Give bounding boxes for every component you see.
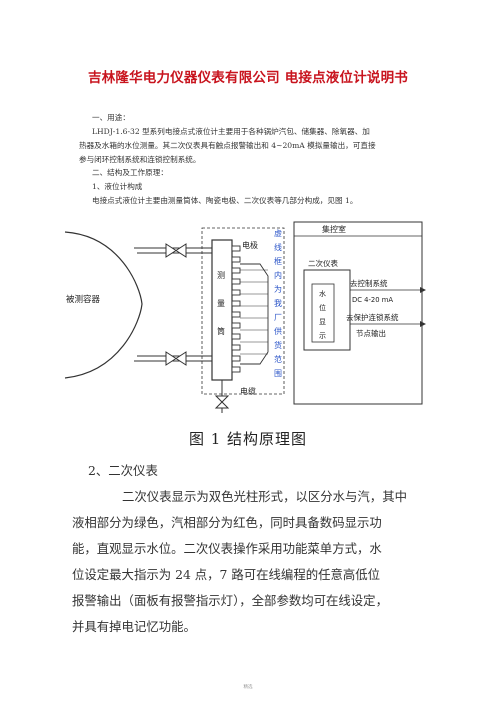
paragraph-line-3: 能，直观显示水位。二次仪表操作采用功能菜单方式，水 — [72, 541, 382, 556]
page-footer: 精选 — [243, 685, 253, 690]
section-usage-heading: 一、用途： — [92, 113, 130, 122]
vessel-outline — [64, 231, 143, 379]
svg-text:范: 范 — [274, 354, 282, 364]
figure-caption: 图 1 结构原理图 — [188, 430, 308, 448]
cable-lines — [240, 269, 268, 355]
usage-line-2: 热器及水箱的水位测量。其二次仪表具有触点报警输出和 4~20mA 模拟量输出，可… — [79, 141, 376, 150]
svg-text:围: 围 — [274, 369, 282, 378]
usage-line-1: LHDJ-1.6-32 型系列电接点式液位计主要用于各种锅炉汽包、储集器、除氧器… — [92, 127, 370, 136]
control-room-label: 集控室 — [322, 224, 346, 234]
paragraph-line-2: 液相部分为绿色，汽相部分为红色，同时具备数码显示功 — [72, 515, 382, 530]
svg-text:框: 框 — [274, 256, 282, 266]
output-protect-label: 去保护连锁系统 — [346, 312, 399, 322]
secondary-instrument-box — [303, 269, 351, 351]
subsection-composition: 1、液位计构成 — [92, 182, 143, 191]
usage-paragraph-cont: 热器及水箱的水位测量。其二次仪表具有触点报警输出和 4~20mA 模拟量输出，可… — [79, 139, 449, 167]
secondary-instrument-label: 二次仪表 — [308, 258, 338, 268]
svg-text:内: 内 — [274, 270, 282, 280]
supply-boundary-box — [201, 227, 285, 395]
output-contact-label: 节点输出 — [356, 328, 386, 338]
lower-valve — [165, 351, 187, 366]
paragraph-line-1: 二次仪表显示为双色光柱形式，以区分水与汽，其中 — [122, 489, 407, 504]
output-control-label: 去控制系统 — [350, 278, 388, 288]
cylinder-label-1: 测 — [217, 271, 225, 280]
cable-bundle — [240, 263, 269, 365]
output-current-label: DC 4-20 mA — [352, 296, 393, 304]
paragraph-line-5: 报警输出（面板有报警指示灯），全部参数均可在线设定， — [72, 593, 388, 608]
vessel-label: 被测容器 — [66, 294, 101, 305]
secondary-instrument-heading: 2、二次仪表 — [88, 463, 158, 478]
composition-description: 电接点式液位计主要由测量筒体、陶瓷电极、二次仪表等几部分构成，见图 1。 — [92, 196, 358, 205]
cable-label: 电缆 — [240, 386, 256, 396]
supply-scope-note: 虚 线 框 内 为 我 厂 供 货 范 围 — [274, 228, 282, 378]
svg-text:水: 水 — [319, 289, 326, 298]
page-title: 吉林隆华电力仪器仪表有限公司 电接点液位计说明书 — [88, 70, 408, 86]
svg-text:供: 供 — [274, 326, 282, 336]
secondary-instrument-paragraph: 二次仪表显示为双色光柱形式，以区分水与汽，其中 液相部分为绿色，汽相部分为红色，… — [72, 484, 452, 640]
drain-valve — [214, 395, 230, 409]
paragraph-line-4: 位设定最大指示为 24 点，7 路可在线编程的任意高低位 — [72, 567, 381, 582]
section-structure-heading: 二、结构及工作原理： — [92, 168, 168, 177]
output-arrow-control — [420, 287, 426, 293]
svg-text:厂: 厂 — [274, 313, 282, 322]
upper-valve — [165, 243, 187, 258]
svg-text:虚: 虚 — [274, 228, 282, 238]
control-room-box — [293, 221, 423, 405]
usage-paragraph: LHDJ-1.6-32 型系列电接点式液位计主要用于各种锅炉汽包、储集器、除氧器… — [92, 125, 452, 139]
svg-text:显: 显 — [319, 318, 326, 326]
svg-text:线: 线 — [274, 242, 282, 252]
structure-diagram: 被测容器 测 量 筒 电极 电缆 虚 — [64, 221, 426, 413]
svg-text:我: 我 — [274, 298, 282, 308]
svg-text:示: 示 — [319, 332, 326, 340]
svg-text:货: 货 — [274, 340, 282, 350]
cylinder-label-3: 筒 — [217, 326, 225, 336]
electrode-array — [231, 245, 241, 373]
water-level-display — [311, 283, 335, 343]
measuring-cylinder — [211, 239, 233, 381]
output-arrow-protect — [420, 321, 426, 327]
electrode-label: 电极 — [242, 240, 258, 250]
cylinder-label-2: 量 — [217, 299, 225, 308]
display-label: 水 位 显 示 — [319, 289, 326, 340]
usage-line-3: 参与闭环控制系统和连锁控制系统。 — [79, 155, 201, 164]
svg-text:位: 位 — [319, 303, 326, 312]
svg-text:为: 为 — [274, 284, 282, 294]
paragraph-line-6: 并具有掉电记忆功能。 — [72, 619, 196, 634]
